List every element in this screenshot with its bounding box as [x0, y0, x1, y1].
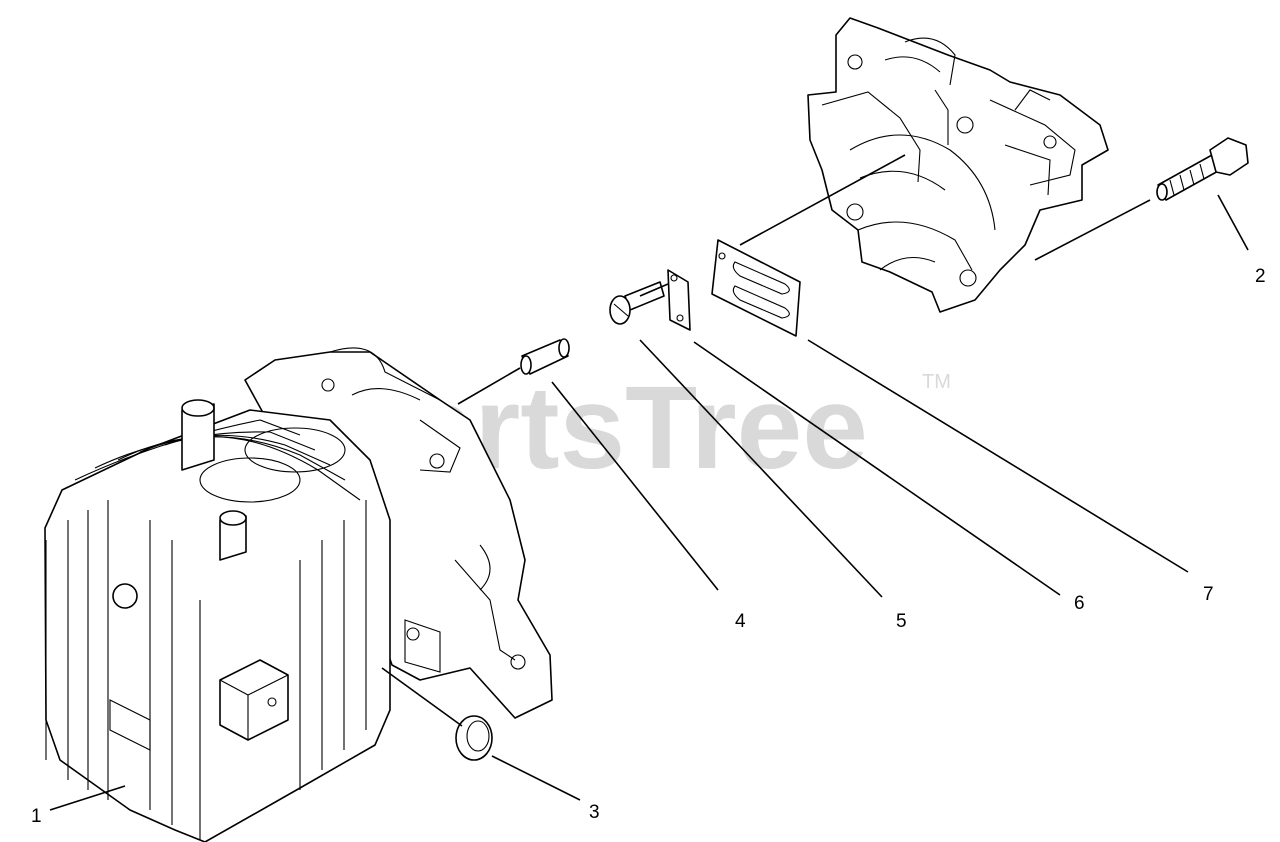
callout-7: 7 [1203, 584, 1214, 605]
seal-ring-icon[interactable] [455, 715, 493, 761]
callout-5: 5 [896, 611, 907, 632]
screw-icon[interactable] [609, 281, 665, 325]
callout-6: 6 [1074, 593, 1085, 614]
engine-cylinder-icon[interactable] [44, 347, 553, 842]
callout-3: 3 [589, 802, 600, 823]
callout-1: 1 [31, 806, 42, 827]
retainer-plate-icon[interactable] [667, 269, 691, 331]
crankcase-half-icon[interactable] [807, 17, 1109, 313]
watermark-trademark: TM [922, 371, 951, 393]
callout-labels: 1 2 3 4 5 6 7 [31, 266, 1266, 827]
callout-2: 2 [1255, 266, 1266, 287]
callout-4: 4 [735, 611, 746, 632]
gasket-icon[interactable] [711, 239, 801, 337]
bolt-icon[interactable] [1156, 137, 1249, 201]
dowel-pin-icon[interactable] [520, 338, 570, 375]
leader-lines [49, 154, 1249, 811]
